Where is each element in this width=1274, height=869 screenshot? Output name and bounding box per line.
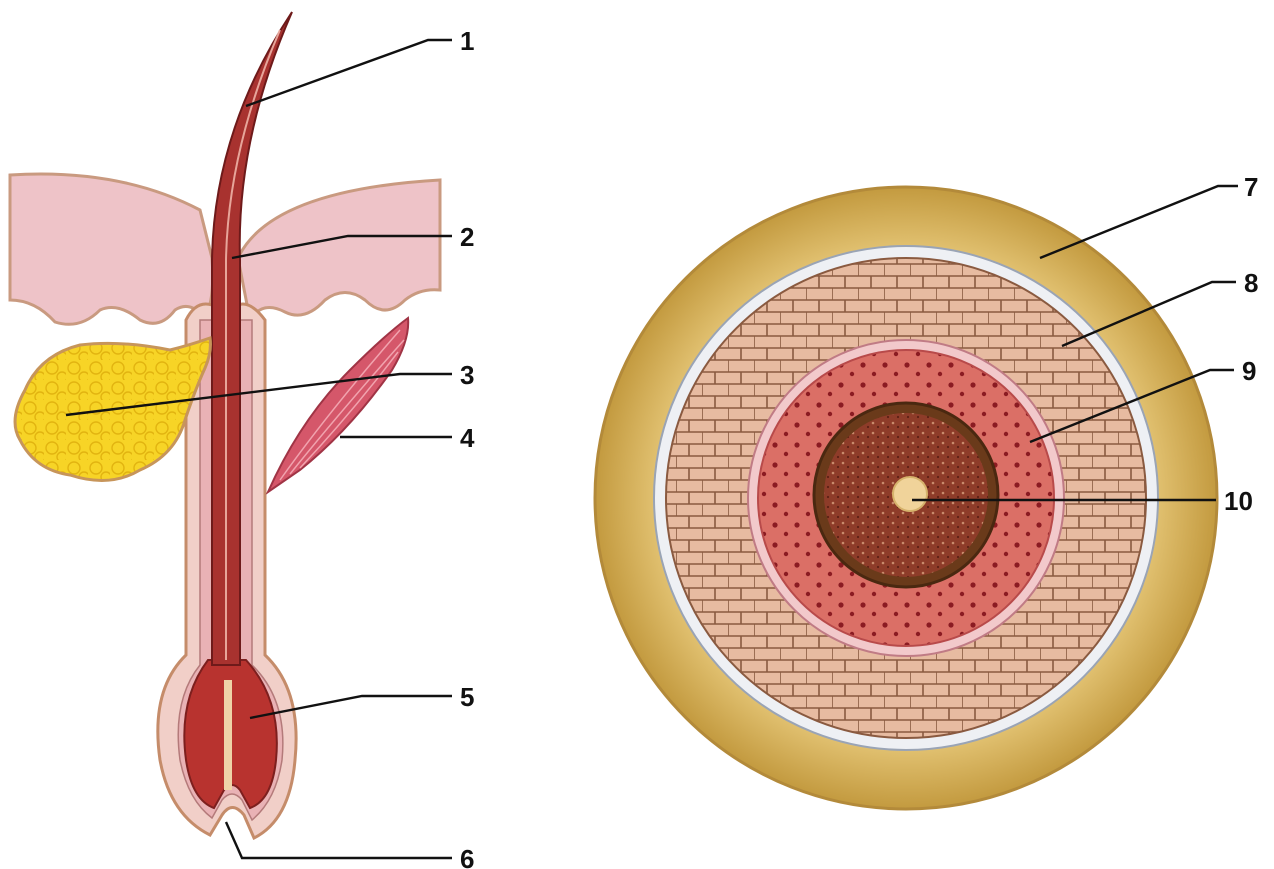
skin-epidermis [10, 174, 213, 324]
label-5: 5 [460, 682, 474, 712]
label-3: 3 [460, 360, 474, 390]
label-10: 10 [1224, 486, 1253, 516]
longitudinal-section [10, 12, 440, 838]
label-6: 6 [460, 844, 474, 869]
label-2: 2 [460, 222, 474, 252]
medulla [893, 477, 927, 511]
label-7: 7 [1244, 172, 1258, 202]
label-8: 8 [1244, 268, 1258, 298]
bulb-medulla [224, 680, 232, 790]
leader-7 [1040, 186, 1238, 258]
cross-section [595, 187, 1217, 809]
label-4: 4 [460, 423, 475, 453]
label-1: 1 [460, 26, 474, 56]
label-9: 9 [1242, 356, 1256, 386]
